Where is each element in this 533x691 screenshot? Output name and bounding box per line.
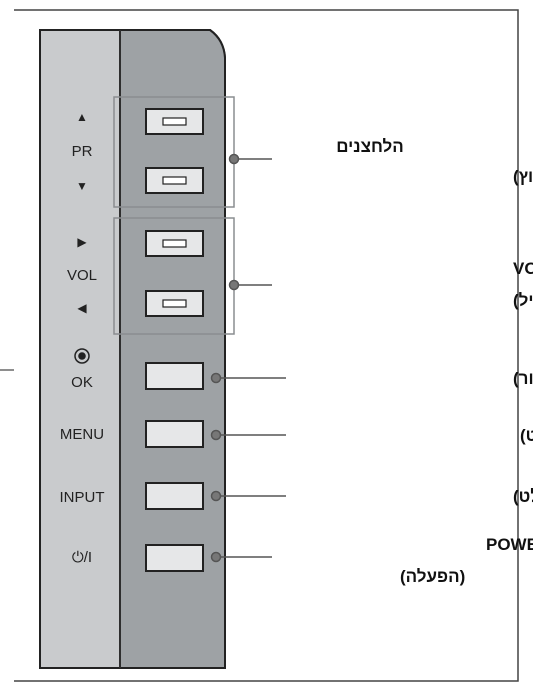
- pr-down-arrow-icon: ▼: [76, 179, 88, 193]
- pr-up-arrow-icon: ▲: [76, 110, 88, 124]
- ok-label: OK: [71, 374, 93, 391]
- ok-dot: [210, 372, 222, 384]
- power-symbol-label: ⏻/I: [72, 549, 92, 566]
- menu-dot: [210, 429, 222, 441]
- vol-right-arrow-icon: ▶: [77, 235, 87, 249]
- volume-group-box: [113, 217, 235, 335]
- ok-callout: הלחצן OK (אישור): [513, 369, 533, 388]
- input-callout: הלחצן INPUT (קלט): [513, 487, 533, 506]
- menu-button[interactable]: [145, 420, 204, 448]
- programme-callout-line2: PROGRAMME (ערוץ): [513, 167, 533, 186]
- volume-callout-line2: (עוצמת צליל): [513, 291, 533, 310]
- power-button[interactable]: [145, 544, 204, 572]
- menu-label: MENU: [60, 426, 104, 443]
- volume-dot: [228, 279, 240, 291]
- ok-dot-icon: [74, 348, 90, 364]
- programme-dot: [228, 153, 240, 165]
- input-button[interactable]: [145, 482, 204, 510]
- input-label: INPUT: [60, 489, 105, 506]
- vol-down-button[interactable]: [145, 290, 204, 317]
- input-dot: [210, 490, 222, 502]
- outer-frame: [14, 9, 519, 682]
- pr-down-button[interactable]: [145, 167, 204, 194]
- programme-group-box: [113, 96, 235, 208]
- ok-button[interactable]: [145, 362, 204, 390]
- vol-up-button[interactable]: [145, 230, 204, 257]
- vol-label: VOL: [67, 267, 97, 284]
- vol-left-arrow-icon: ◀: [77, 301, 87, 315]
- programme-callout-line1: הלחצנים: [336, 137, 404, 156]
- power-callout-line2: (הפעלה): [400, 567, 465, 586]
- menu-callout: הלחצן MENU (תפריט): [520, 426, 533, 445]
- volume-callout-line1: הלחצנים VOLUME: [513, 259, 533, 278]
- power-callout-line1: הלחצן POWER: [486, 535, 533, 554]
- power-dot: [210, 551, 222, 563]
- pr-up-button[interactable]: [145, 108, 204, 135]
- pr-label: PR: [72, 143, 93, 160]
